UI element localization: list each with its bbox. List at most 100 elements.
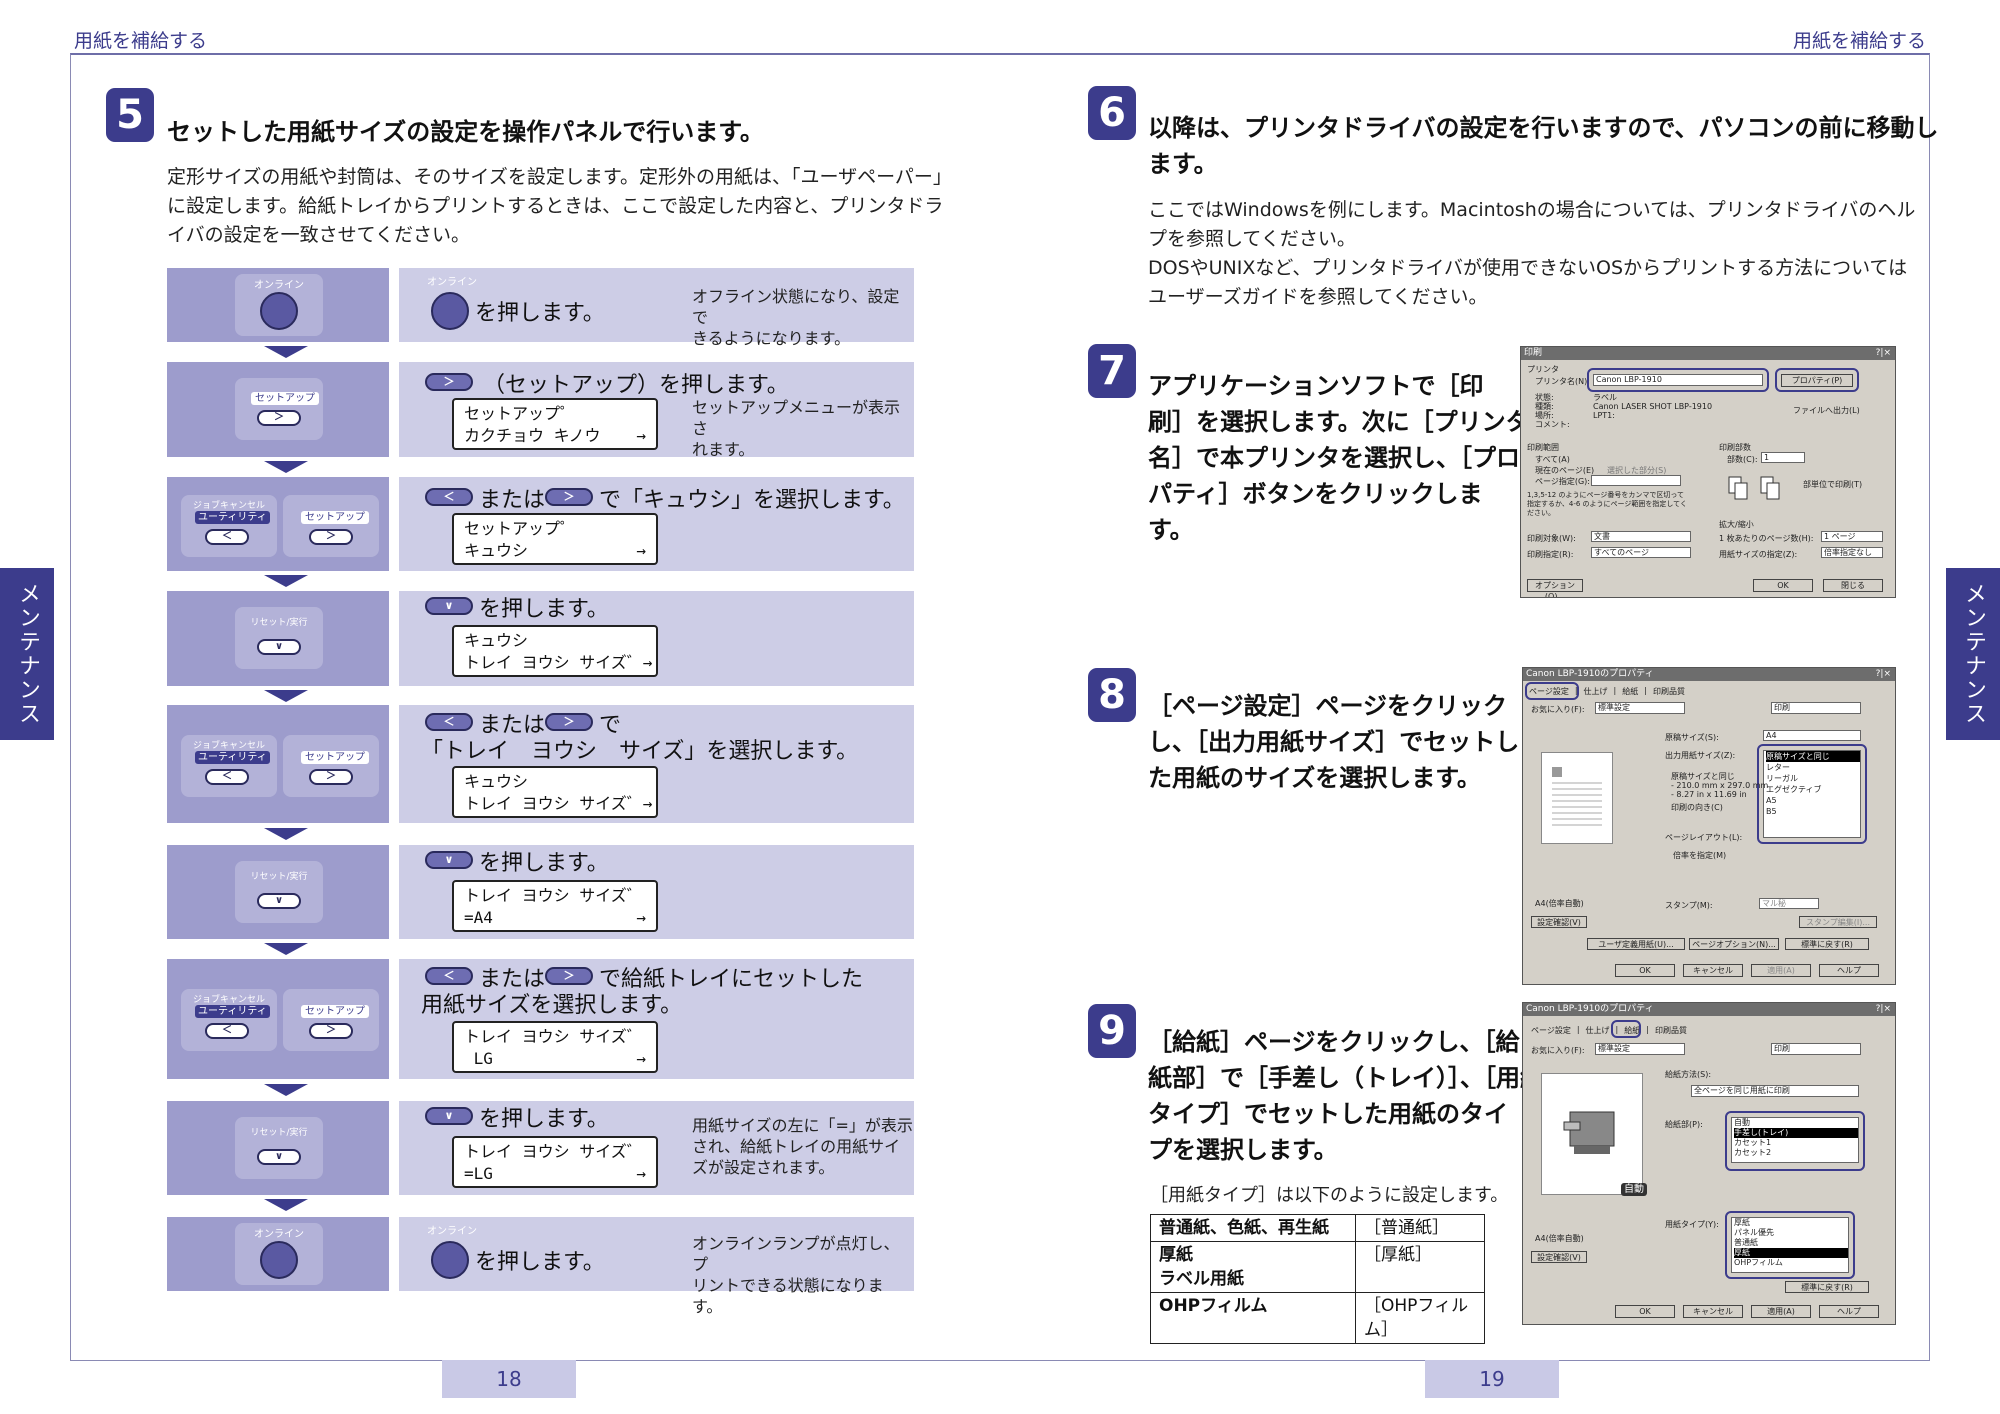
properties-button[interactable]: プロパティ(P) bbox=[1781, 374, 1853, 387]
panel-down-row4: リセット/実行 ∨ bbox=[167, 591, 389, 686]
help-button[interactable]: ヘルプ bbox=[1819, 964, 1879, 977]
down-key-icon: ∨ bbox=[425, 851, 473, 869]
flow-arrow bbox=[264, 461, 308, 473]
flow-arrow bbox=[264, 575, 308, 587]
right-key[interactable]: ＞ bbox=[309, 529, 353, 545]
left-key[interactable]: ＜ bbox=[205, 1023, 249, 1039]
row5-instruction-box: ＜ または ＞ で 「トレイ ヨウシ サイズ」を選択します。 bbox=[399, 705, 914, 823]
scale-select[interactable]: 倍率指定なし bbox=[1821, 547, 1883, 558]
step-6-title: 以降は、プリンタドライバの設定を行いますので、パソコンの前に移動します。 bbox=[1148, 114, 1939, 178]
lcd-display-3: セットアップ゜ キュウシ→ bbox=[452, 513, 658, 565]
user-paper-button[interactable]: ユーザ定義用紙(U)... bbox=[1587, 938, 1685, 950]
page-options-button[interactable]: ページオプション(N)... bbox=[1689, 938, 1779, 950]
step-9-badge: 9 bbox=[1088, 1004, 1136, 1058]
step-7-title: アプリケーションソフトで［印刷］を選択します。次に［プリンタ名］で本プリンタを選… bbox=[1148, 372, 1530, 544]
step-8-badge: 8 bbox=[1088, 668, 1136, 722]
down-key-icon: ∨ bbox=[425, 597, 473, 615]
step-5-badge: 5 bbox=[106, 88, 154, 142]
right-key-icon: ＞ bbox=[545, 713, 593, 731]
flow-arrow bbox=[264, 1084, 308, 1096]
paper-type-table: 普通紙、色紙、再生紙 ［普通紙］ 厚紙ラベル用紙 ［厚紙］ OHPフィルム ［O… bbox=[1150, 1214, 1485, 1344]
restore-defaults-button[interactable]: 標準に戻す(R) bbox=[1785, 938, 1869, 950]
panel-online-row9: オンライン bbox=[167, 1217, 389, 1291]
pages-per-sheet-select[interactable]: 1 ページ bbox=[1821, 531, 1883, 542]
page-preview bbox=[1541, 752, 1613, 844]
output-select[interactable]: 印刷 bbox=[1771, 702, 1861, 714]
online-button[interactable] bbox=[260, 1241, 298, 1279]
page-number-left: 18 bbox=[442, 1360, 576, 1398]
page-range-input[interactable] bbox=[1591, 475, 1681, 486]
step-6-badge: 6 bbox=[1088, 86, 1136, 140]
down-key[interactable]: ∨ bbox=[257, 1149, 301, 1165]
down-key-icon: ∨ bbox=[425, 1107, 473, 1125]
down-key[interactable]: ∨ bbox=[257, 893, 301, 909]
step-9-title: ［給紙］ページをクリックし、［給紙部］で［手差し（トレイ）］、［用紙タイプ］でセ… bbox=[1148, 1028, 1544, 1164]
right-key[interactable]: ＞ bbox=[309, 769, 353, 785]
page-frame bbox=[70, 53, 1930, 1361]
panel-down-row6: リセット/実行 ∨ bbox=[167, 845, 389, 939]
favorites-select[interactable]: 標準設定 bbox=[1595, 1043, 1685, 1055]
tab-paper-source[interactable]: 給紙 bbox=[1624, 1026, 1641, 1035]
ok-button[interactable]: OK bbox=[1615, 1305, 1675, 1318]
favorites-select[interactable]: 標準設定 bbox=[1595, 702, 1685, 714]
left-key-icon: ＜ bbox=[425, 713, 473, 731]
apply-button[interactable]: 適用(A) bbox=[1751, 964, 1811, 977]
tab-quality[interactable]: 印刷品質 bbox=[1654, 1026, 1687, 1035]
print-spec-select[interactable]: すべてのページ bbox=[1591, 547, 1691, 558]
table-row: 厚紙ラベル用紙 ［厚紙］ bbox=[1150, 1241, 1485, 1293]
cancel-button[interactable]: キャンセル bbox=[1683, 1305, 1743, 1318]
confirm-settings-button[interactable]: 設定確認(V) bbox=[1531, 1251, 1587, 1263]
printer-name-select[interactable]: Canon LBP-1910 bbox=[1593, 374, 1763, 386]
left-key[interactable]: ＜ bbox=[205, 529, 249, 545]
flow-arrow bbox=[264, 690, 308, 702]
step-8-title: ［ページ設定］ページをクリックし、［出力用紙サイズ］でセットした用紙のサイズを選… bbox=[1148, 692, 1520, 792]
page-number-right: 19 bbox=[1425, 1360, 1559, 1398]
print-target-select[interactable]: 文書 bbox=[1591, 531, 1691, 542]
online-button-icon bbox=[431, 1241, 469, 1279]
output-select[interactable]: 印刷 bbox=[1771, 1043, 1861, 1055]
tab-finishing[interactable]: 仕上げ bbox=[1583, 687, 1608, 696]
step-5-title: セットした用紙サイズの設定を操作パネルで行います。 bbox=[167, 118, 764, 146]
row1-instruction-box: オンライン を押します。 オフライン状態になり、設定できるようになります。 bbox=[399, 268, 914, 348]
apply-button[interactable]: 適用(A) bbox=[1751, 1305, 1811, 1318]
flow-arrow bbox=[264, 1199, 308, 1211]
panel-down-row8: リセット/実行 ∨ bbox=[167, 1101, 389, 1195]
tab-page-setup[interactable]: ページ設定 bbox=[1531, 1026, 1571, 1035]
lcd-display-4: キュウシ トレイ ヨウシ サイズ゛→ bbox=[452, 625, 658, 677]
side-tab-right: メンテナンス bbox=[1946, 568, 2000, 740]
online-button[interactable] bbox=[260, 292, 298, 330]
row9-instruction-box: オンライン を押します。 オンラインランプが点灯し、プリントできる状態になります… bbox=[399, 1217, 914, 1316]
ok-button[interactable]: OK bbox=[1615, 964, 1675, 977]
options-button[interactable]: オプション(O)... bbox=[1527, 579, 1583, 597]
setup-key[interactable]: ＞ bbox=[257, 410, 301, 426]
restore-defaults-button[interactable]: 標準に戻す(R) bbox=[1785, 1281, 1869, 1293]
step-6-body: ここではWindowsを例にします。Macintoshの場合については、プリンタ… bbox=[1148, 199, 1916, 308]
lcd-display-7: トレイ ヨウシ サイズ゛ LG→ bbox=[452, 1021, 658, 1073]
ok-button[interactable]: OK bbox=[1753, 579, 1813, 592]
panel-arrows-row5: ジョブキャンセル ユーティリティ ＜ セットアップ ＞ bbox=[167, 705, 389, 823]
down-key[interactable]: ∨ bbox=[257, 639, 301, 655]
confirm-settings-button[interactable]: 設定確認(V) bbox=[1531, 916, 1587, 928]
tab-finishing[interactable]: 仕上げ bbox=[1585, 1026, 1610, 1035]
close-button[interactable]: 閉じる bbox=[1823, 579, 1883, 592]
table-row: OHPフィルム ［OHPフィルム］ bbox=[1150, 1292, 1485, 1344]
lcd-display-2: セットアップ゜ カクチョウ キノウ→ bbox=[452, 398, 658, 450]
running-header-right: 用紙を補給する bbox=[1792, 30, 1926, 52]
copies-input[interactable]: 1 bbox=[1761, 452, 1805, 463]
stamp-select[interactable]: マル秘 bbox=[1759, 898, 1819, 909]
stamp-edit-button[interactable]: スタンプ編集(I)... bbox=[1799, 916, 1877, 928]
feed-method-select[interactable]: 全ページを同じ用紙に印刷 bbox=[1691, 1085, 1859, 1097]
help-button[interactable]: ヘルプ bbox=[1819, 1305, 1879, 1318]
left-key-icon: ＜ bbox=[425, 488, 473, 506]
lcd-display-6: トレイ ヨウシ サイズ゛ =A4→ bbox=[452, 880, 658, 932]
tab-paper-source[interactable]: 給紙 bbox=[1622, 687, 1639, 696]
original-size-select[interactable]: A4 bbox=[1763, 730, 1861, 741]
cancel-button[interactable]: キャンセル bbox=[1683, 964, 1743, 977]
tab-quality[interactable]: 印刷品質 bbox=[1652, 687, 1685, 696]
left-key[interactable]: ＜ bbox=[205, 769, 249, 785]
tab-page-setup[interactable]: ページ設定 bbox=[1529, 687, 1569, 696]
right-key[interactable]: ＞ bbox=[309, 1023, 353, 1039]
